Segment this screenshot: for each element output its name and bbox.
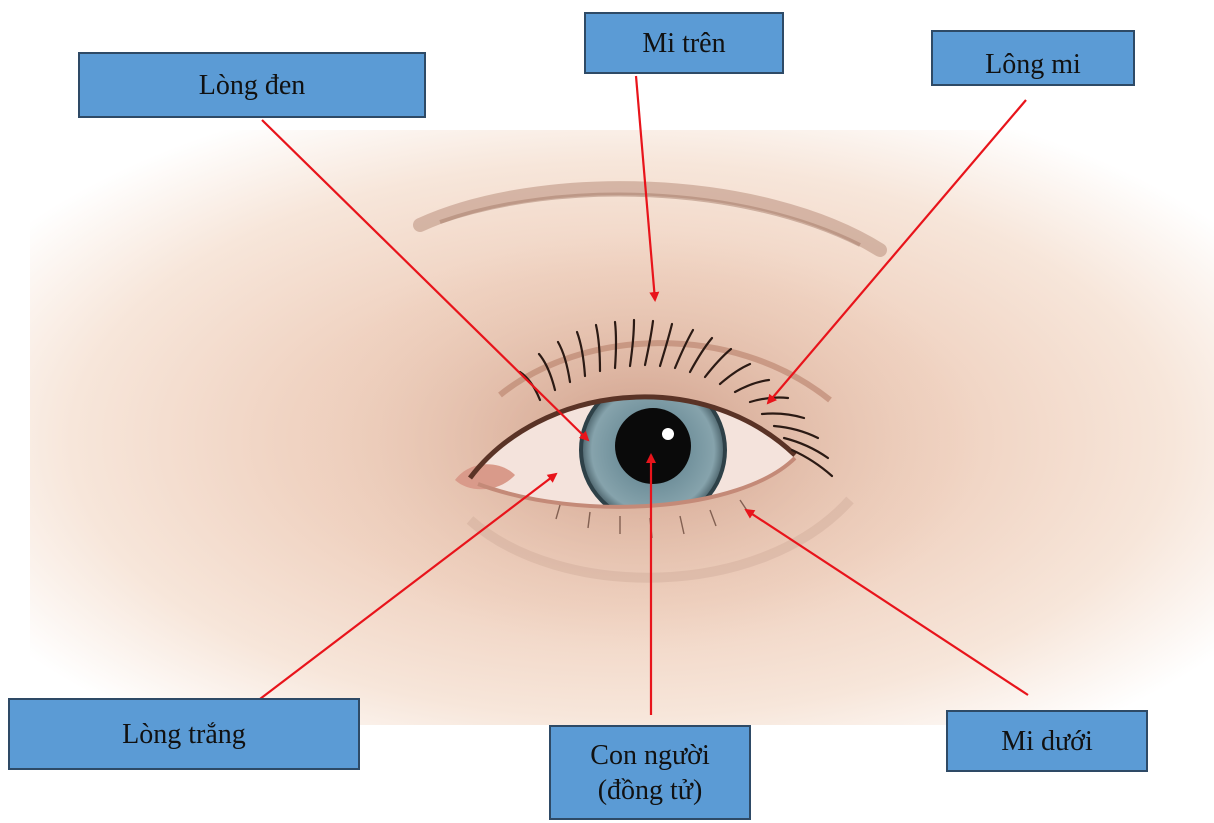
label-mi-duoi: Mi dưới [946, 710, 1148, 772]
pupil-highlight [662, 428, 674, 440]
label-mi-tren: Mi trên [584, 12, 784, 74]
label-long-mi: Lông mi [931, 30, 1135, 86]
label-con-nguoi: Con người (đồng tử) [549, 725, 751, 820]
pupil [615, 408, 691, 484]
label-long-trang: Lòng trắng [8, 698, 360, 770]
label-long-den: Lòng đen [78, 52, 426, 118]
